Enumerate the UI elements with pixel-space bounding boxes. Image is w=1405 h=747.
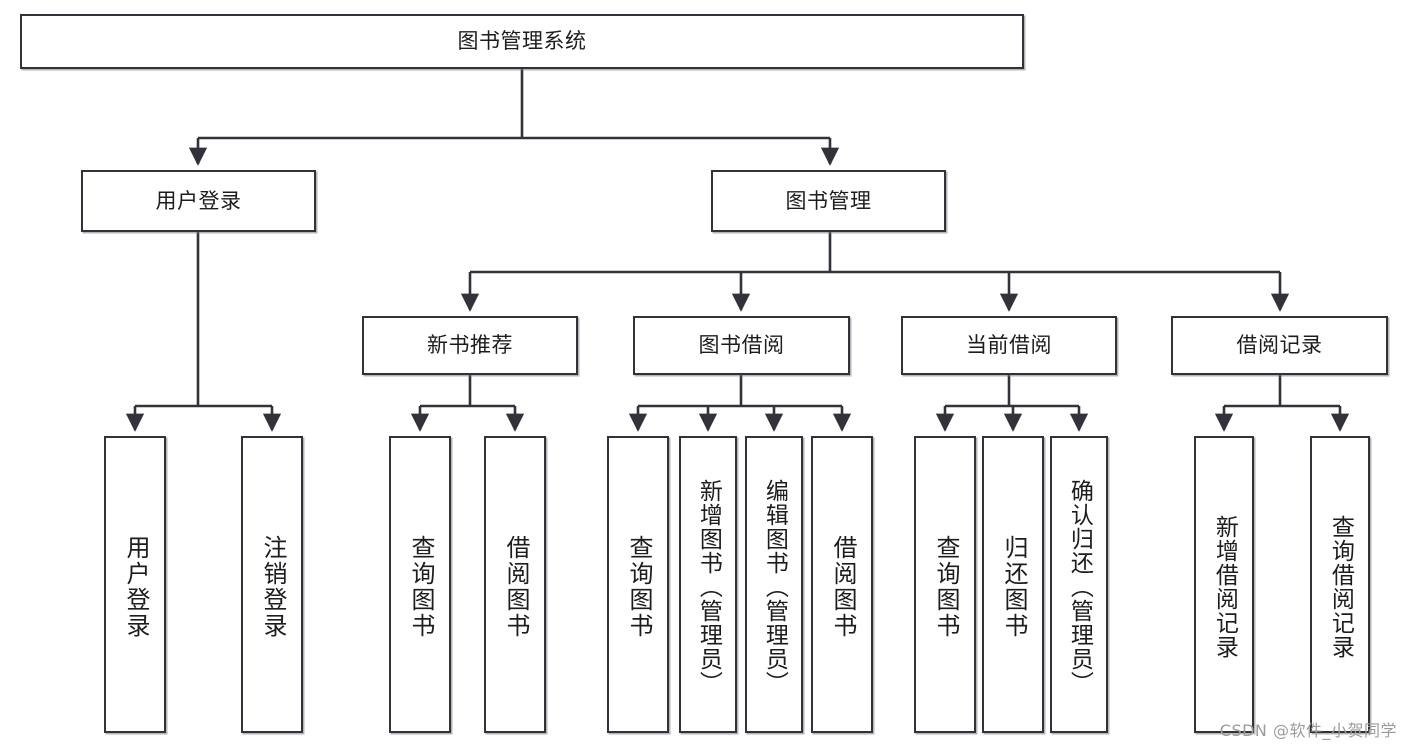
node-leaf-borrow-book-recommend-label: 借阅图书 <box>501 534 530 639</box>
node-book-management-label: 图书管理 <box>785 188 872 213</box>
node-leaf-return-book[interactable]: 归还图书 <box>982 436 1044 733</box>
node-leaf-borrow-book-recommend[interactable]: 借阅图书 <box>484 436 546 733</box>
node-leaf-return-book-label: 归还图书 <box>999 534 1028 639</box>
node-new-book-recommend[interactable]: 新书推荐 <box>362 316 578 375</box>
node-leaf-query-book-current[interactable]: 查询图书 <box>914 436 976 733</box>
csdn-watermark: CSDN @软件_小贺同学 <box>1219 721 1397 740</box>
node-leaf-query-book-borrow-label: 查询图书 <box>624 534 653 639</box>
node-user-login[interactable]: 用户登录 <box>81 170 316 232</box>
node-current-borrow-label: 当前借阅 <box>966 333 1052 357</box>
node-leaf-borrow-book[interactable]: 借阅图书 <box>811 436 873 733</box>
node-leaf-user-logout[interactable]: 注销登录 <box>241 436 303 733</box>
node-borrow-record-label: 借阅记录 <box>1236 333 1323 357</box>
node-leaf-borrow-book-label: 借阅图书 <box>828 534 857 639</box>
node-leaf-user-logout-label: 注销登录 <box>258 534 287 639</box>
node-leaf-query-book-recommend[interactable]: 查询图书 <box>389 436 451 733</box>
node-leaf-edit-book-label: 编辑图书（管理员） <box>761 478 788 695</box>
node-leaf-confirm-return-label: 确认归还（管理员） <box>1066 478 1093 695</box>
node-leaf-query-book-borrow[interactable]: 查询图书 <box>607 436 669 733</box>
node-root[interactable]: 图书管理系统 <box>20 14 1024 69</box>
node-new-book-recommend-label: 新书推荐 <box>427 333 513 357</box>
node-book-borrow-label: 图书借阅 <box>698 333 785 357</box>
node-leaf-add-borrow-record[interactable]: 新增借阅记录 <box>1194 436 1254 733</box>
node-book-management[interactable]: 图书管理 <box>711 170 946 232</box>
node-leaf-query-borrow-record-label: 查询借阅记录 <box>1327 514 1354 659</box>
node-root-label: 图书管理系统 <box>457 29 587 53</box>
node-borrow-record[interactable]: 借阅记录 <box>1171 316 1388 375</box>
node-book-borrow[interactable]: 图书借阅 <box>633 316 850 375</box>
node-user-login-label: 用户登录 <box>155 188 242 213</box>
node-leaf-add-book[interactable]: 新增图书（管理员） <box>679 436 737 733</box>
node-leaf-add-book-label: 新增图书（管理员） <box>695 478 722 695</box>
node-leaf-edit-book[interactable]: 编辑图书（管理员） <box>745 436 803 733</box>
node-leaf-query-book-current-label: 查询图书 <box>931 534 960 639</box>
node-leaf-query-book-recommend-label: 查询图书 <box>406 534 435 639</box>
node-leaf-user-login-label: 用户登录 <box>121 534 150 639</box>
node-leaf-add-borrow-record-label: 新增借阅记录 <box>1211 514 1238 659</box>
node-current-borrow[interactable]: 当前借阅 <box>901 316 1117 375</box>
node-leaf-query-borrow-record[interactable]: 查询借阅记录 <box>1310 436 1370 733</box>
node-leaf-confirm-return[interactable]: 确认归还（管理员） <box>1050 436 1108 733</box>
node-leaf-user-login[interactable]: 用户登录 <box>104 436 166 733</box>
